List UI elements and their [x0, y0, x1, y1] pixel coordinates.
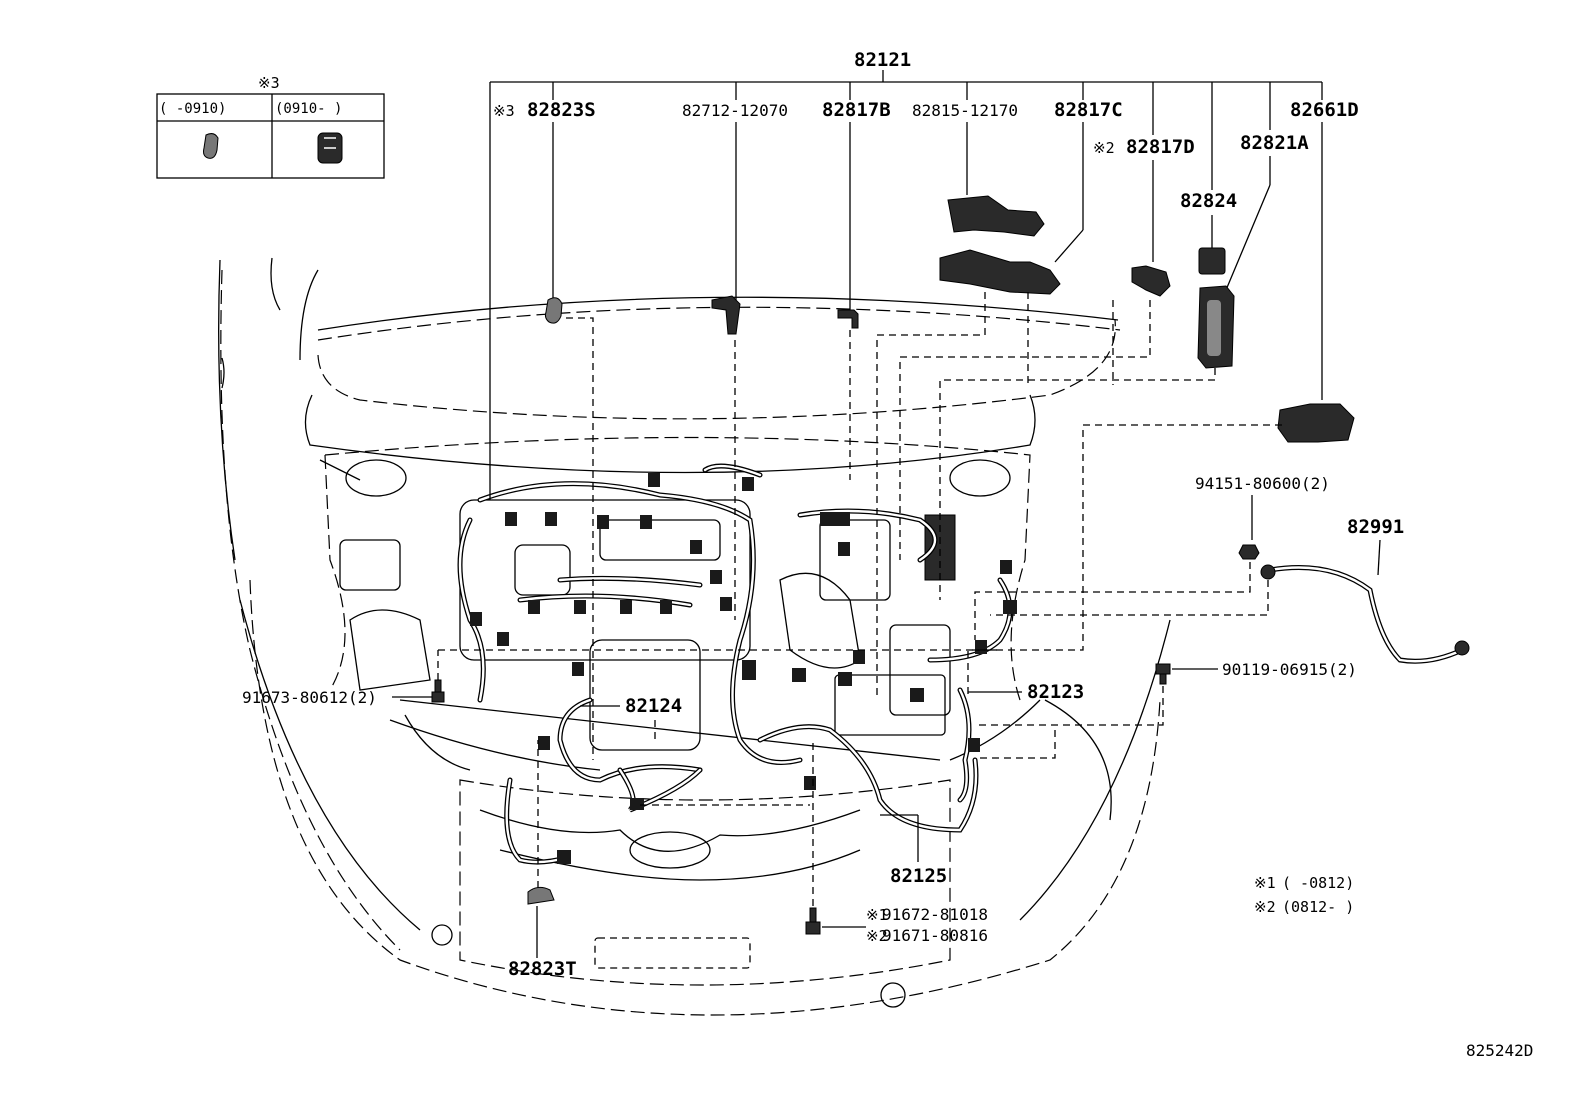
bolt-90119-icon [1155, 663, 1171, 675]
relay-82661D-icon [1277, 403, 1355, 443]
protector-82817C-icon [939, 249, 1061, 295]
label-82124: 82124 [625, 695, 682, 717]
label-82123: 82123 [1027, 681, 1084, 703]
clip-82823T-icon [527, 886, 555, 905]
car-body-outline [218, 257, 1171, 1016]
label-82821A: 82821A [1240, 132, 1309, 154]
protector-82815-icon [947, 195, 1045, 237]
bolt-91672-icon [805, 921, 821, 935]
label-91671-mark: ※2 [866, 927, 888, 945]
label-91672-mark: ※1 [866, 906, 888, 924]
engine-assembly [339, 463, 1017, 865]
bottom-labels: 91673-80612(2) 82124 82125 ※1 91672-8101… [242, 649, 1000, 980]
label-82817B: 82817B [822, 99, 891, 121]
figure-code: 825242D [1466, 1041, 1533, 1060]
inset-note-mark: ※3 [258, 74, 280, 92]
label-82823T: 82823T [508, 958, 577, 980]
clip-82817B-icon [837, 309, 859, 329]
note-2-mark: ※2 [1254, 898, 1276, 916]
ground-cable-82991-icon [1267, 565, 1465, 664]
nut-94151-icon [1238, 544, 1260, 560]
note-1-text: ( -0812) [1282, 874, 1354, 892]
clamp-82712-icon [711, 295, 741, 335]
label-82823S: 82823S [527, 99, 596, 121]
note-1-mark: ※1 [1254, 874, 1276, 892]
inset-table: ※3 ( -0910) (0910- ) [156, 74, 385, 179]
label-82815: 82815-12170 [912, 101, 1018, 120]
notes: ※1 ( -0812) ※2 (0812- ) [1254, 874, 1354, 916]
cap-82824-icon [1198, 247, 1226, 275]
top-labels: ※3 82823S 82712-12070 82817B 82815-12170… [493, 99, 1359, 212]
label-90119: 90119-06915(2) [1222, 660, 1357, 679]
inset-col2-header: (0910- ) [275, 101, 342, 117]
clip-old-icon [203, 133, 219, 159]
label-82823S-mark: ※3 [493, 102, 515, 120]
bolt-91673-icon [431, 691, 445, 703]
label-94151: 94151-80600(2) [1195, 474, 1330, 493]
label-82824: 82824 [1180, 190, 1237, 212]
leader-82121: 82121 [489, 49, 1323, 500]
label-82991: 82991 [1347, 516, 1404, 538]
label-82125: 82125 [890, 865, 947, 887]
label-82817D-mark: ※2 [1093, 139, 1115, 157]
label-82661D: 82661D [1290, 99, 1359, 121]
label-82121: 82121 [854, 49, 911, 71]
right-parts: 94151-80600(2) 82991 90119-06915(2) 8212… [968, 474, 1470, 759]
label-91673: 91673-80612(2) [242, 688, 377, 707]
label-82817D: 82817D [1126, 136, 1195, 158]
label-91671: 91671-80816 [882, 926, 988, 945]
label-82817C: 82817C [1054, 99, 1123, 121]
clip-82817D-icon [1131, 265, 1171, 297]
inset-col1-header: ( -0910) [159, 101, 226, 117]
label-82712: 82712-12070 [682, 101, 788, 120]
label-91672: 91672-81018 [882, 905, 988, 924]
clip-82823S-icon [544, 297, 563, 324]
top-parts [544, 122, 1355, 760]
note-2-text: (0812- ) [1282, 898, 1354, 916]
